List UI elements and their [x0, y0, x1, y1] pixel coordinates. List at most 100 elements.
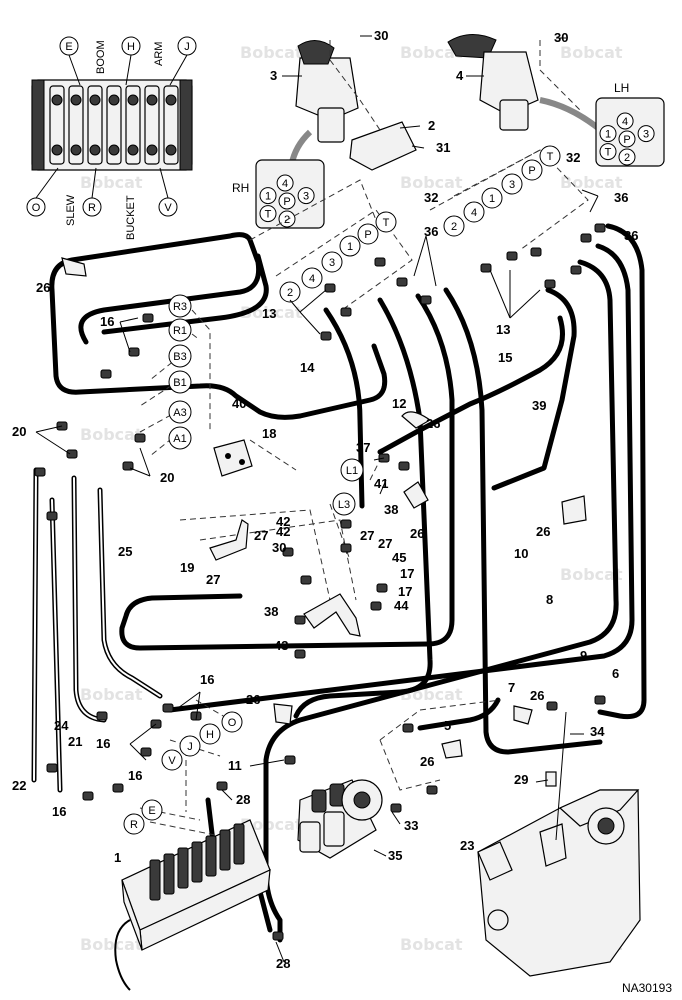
- valve-port: [51, 144, 63, 156]
- hose-fitting: [324, 283, 336, 293]
- callout-number: 40: [232, 396, 246, 411]
- callout-number: 27: [378, 536, 392, 551]
- watermark: Bobcat: [560, 43, 623, 62]
- hose-fitting: [370, 601, 382, 611]
- fan-port-text: 1: [489, 193, 495, 205]
- callout-number: 16: [128, 768, 142, 783]
- callout-number: 38: [384, 502, 398, 517]
- watermark: Bobcat: [400, 935, 463, 954]
- fan-port: P: [521, 159, 543, 181]
- hose-fitting: [282, 547, 294, 557]
- callout-number: 38: [264, 604, 278, 619]
- hose-fitting: [294, 649, 306, 659]
- callout-number: 42: [276, 524, 290, 539]
- control-valve-detail: [31, 79, 193, 171]
- hose-code: A1: [168, 426, 192, 450]
- joystick-port: T: [259, 205, 277, 223]
- hose-fitting: [66, 449, 78, 459]
- hose-fitting: [390, 803, 402, 813]
- bottom-port-text: J: [187, 741, 193, 753]
- hose-code: R3: [168, 294, 192, 318]
- hose-code: B1: [168, 370, 192, 394]
- main-control-valve-1: [114, 819, 271, 991]
- main-valve-spool: [191, 841, 203, 883]
- callout-number: 27: [206, 572, 220, 587]
- callout-number: 41: [374, 476, 388, 491]
- valve-spool: [144, 85, 160, 165]
- joystick-port-text: 2: [624, 152, 630, 164]
- valve-spool: [87, 85, 103, 165]
- joystick-port-text: P: [623, 134, 630, 146]
- callout-number: 28: [236, 792, 250, 807]
- valve-port: [51, 94, 63, 106]
- watermark: Bobcat: [80, 173, 143, 192]
- joystick-port-text: 1: [265, 191, 271, 203]
- callout-number: 26: [420, 754, 434, 769]
- hose-fitting: [570, 265, 582, 275]
- watermark: Bobcat: [560, 565, 623, 584]
- bottom-port-text: V: [168, 755, 176, 767]
- hose-fitting: [300, 575, 312, 585]
- callout-number: 21: [68, 734, 82, 749]
- hose-fitting: [544, 279, 556, 289]
- callout-number: 16: [200, 672, 214, 687]
- hose-fitting: [112, 783, 124, 793]
- callout-number: 23: [460, 838, 474, 853]
- pilot-valve-35: [297, 779, 383, 859]
- callout-number: 2: [428, 118, 435, 133]
- bottom-port-text: O: [228, 717, 237, 729]
- fan-port: T: [375, 211, 397, 233]
- main-valve-spool: [233, 823, 245, 865]
- callout-number: 14: [300, 360, 315, 375]
- callout-number: 26: [536, 524, 550, 539]
- hose-fitting: [294, 615, 306, 625]
- hose-fitting: [96, 711, 108, 721]
- fan-port-text: P: [528, 165, 535, 177]
- callout-number: 20: [160, 470, 174, 485]
- bottom-port-text: R: [130, 819, 138, 831]
- valve-label-bucket: BUCKET: [125, 195, 137, 240]
- hose-fitting: [376, 583, 388, 593]
- bottom-port: H: [199, 723, 221, 745]
- bracket-44: [303, 593, 361, 637]
- hose-fitting: [216, 781, 228, 791]
- valve-label-boom: BOOM: [95, 40, 107, 74]
- valve-port: [108, 144, 120, 156]
- watermark: Bobcat: [560, 173, 623, 192]
- hose-code: L1: [340, 458, 364, 482]
- callout-number: 36: [614, 190, 628, 205]
- hose-fitting: [142, 313, 154, 323]
- bottom-port: J: [179, 735, 201, 757]
- callout-number: 5: [444, 718, 451, 733]
- watermark: Bobcat: [80, 685, 143, 704]
- joystick-port: 1: [599, 125, 617, 143]
- bracket-19: [209, 519, 249, 561]
- main-valve-spool: [149, 859, 161, 901]
- hose-fitting: [82, 791, 94, 801]
- watermark: Bobcat: [80, 425, 143, 444]
- callout-number: 8: [546, 592, 553, 607]
- callout-number: 17: [400, 566, 414, 581]
- callout-number: 13: [262, 306, 276, 321]
- hose-fitting: [594, 695, 606, 705]
- bottom-port: V: [161, 749, 183, 771]
- fan-port: P: [357, 223, 379, 245]
- hydraulic-tank-23: [477, 711, 641, 977]
- fan-port-text: 2: [451, 221, 457, 233]
- joystick-port: 4: [276, 174, 294, 192]
- callout-number: 4: [456, 68, 464, 83]
- callout-number: 39: [532, 398, 546, 413]
- watermark: Bobcat: [400, 685, 463, 704]
- valve-port-label: E: [65, 41, 72, 53]
- hose-fitting: [140, 747, 152, 757]
- callout-number: 31: [436, 140, 450, 155]
- hose-fitting: [340, 307, 352, 317]
- fan-port: 1: [481, 187, 503, 209]
- hose-fitting: [100, 369, 112, 379]
- hose-code-text: A3: [173, 407, 186, 419]
- callout-number: 45: [392, 550, 406, 565]
